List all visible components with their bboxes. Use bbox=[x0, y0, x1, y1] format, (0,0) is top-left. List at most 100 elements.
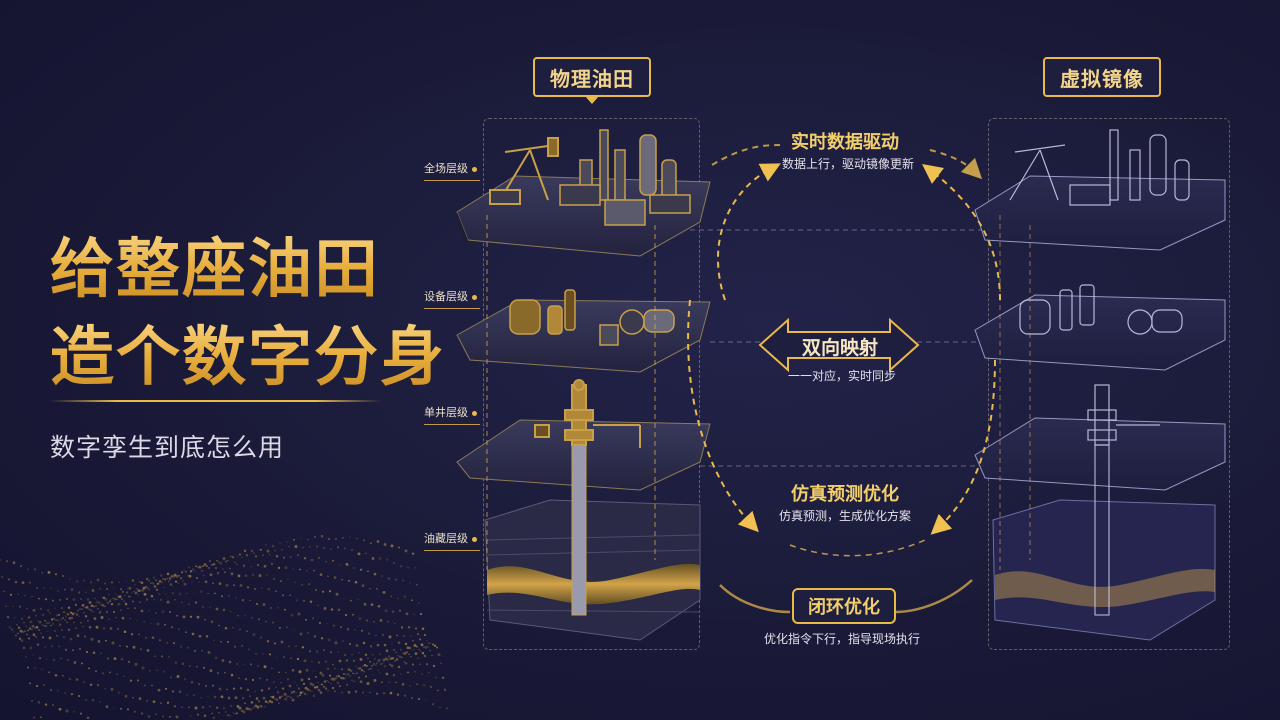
particle-dot bbox=[319, 671, 323, 675]
particle-dot bbox=[89, 683, 93, 687]
particle-dot bbox=[328, 538, 330, 540]
particle-dot bbox=[281, 687, 285, 690]
particle-dot bbox=[130, 595, 132, 598]
particle-dot bbox=[63, 618, 67, 622]
particle-dot bbox=[258, 574, 262, 578]
particle-dot bbox=[376, 643, 380, 647]
particle-dot bbox=[363, 539, 365, 542]
particle-dot bbox=[273, 642, 277, 645]
particle-dot bbox=[354, 672, 356, 675]
particle-dot bbox=[397, 655, 399, 657]
particle-dot bbox=[297, 612, 301, 616]
particle-dot bbox=[363, 670, 365, 673]
particle-dot bbox=[263, 665, 267, 669]
particle-dot bbox=[189, 665, 191, 667]
particle-dot bbox=[398, 609, 402, 612]
particle-dot bbox=[175, 715, 179, 719]
particle-dot bbox=[403, 595, 407, 598]
particle-dot bbox=[47, 630, 49, 633]
particle-dot bbox=[358, 617, 362, 621]
particle-dot bbox=[60, 606, 64, 610]
particle-dot bbox=[91, 698, 95, 702]
particle-dot bbox=[341, 579, 343, 581]
particle-dot bbox=[346, 672, 350, 676]
particle-dot bbox=[268, 553, 272, 556]
particle-dot bbox=[411, 599, 413, 602]
particle-dot bbox=[288, 684, 292, 688]
particle-dot bbox=[369, 587, 371, 590]
particle-dot bbox=[362, 641, 366, 645]
particle-dot bbox=[399, 565, 403, 568]
particle-dot bbox=[258, 618, 260, 621]
particle-dot bbox=[394, 622, 396, 625]
particle-dot bbox=[423, 654, 427, 658]
particle-dot bbox=[311, 683, 315, 687]
particle-dot bbox=[37, 628, 41, 632]
particle-dot bbox=[119, 644, 121, 647]
particle-dot bbox=[33, 626, 37, 629]
particle-dot bbox=[34, 635, 38, 638]
particle-dot bbox=[300, 537, 302, 540]
particle-dot bbox=[65, 597, 69, 601]
particle-dot bbox=[151, 684, 153, 687]
physical-frame bbox=[483, 118, 700, 650]
particle-dot bbox=[92, 610, 94, 613]
particle-dot bbox=[253, 587, 257, 591]
particle-dot bbox=[31, 699, 33, 702]
particle-dot bbox=[408, 653, 410, 656]
particle-dot bbox=[272, 577, 276, 581]
particle-dot bbox=[69, 611, 73, 614]
particle-dot bbox=[372, 662, 376, 666]
particle-dot bbox=[431, 643, 435, 646]
particle-dot bbox=[43, 646, 47, 649]
particle-dot bbox=[156, 622, 160, 626]
particle-dot bbox=[330, 608, 334, 611]
particle-dot bbox=[446, 707, 448, 709]
particle-dot bbox=[105, 705, 109, 708]
particle-dot bbox=[41, 636, 45, 639]
particle-dot bbox=[35, 684, 39, 688]
particle-dot bbox=[382, 691, 386, 695]
particle-dot bbox=[279, 542, 281, 544]
particle-dot bbox=[29, 646, 33, 650]
particle-dot bbox=[260, 548, 262, 551]
particle-dot bbox=[416, 645, 418, 648]
particle-dot bbox=[162, 577, 164, 580]
particle-dot bbox=[173, 705, 177, 708]
particle-dot bbox=[150, 622, 152, 625]
particle-dot bbox=[412, 640, 414, 642]
particle-dot bbox=[177, 582, 179, 584]
particle-dot bbox=[305, 618, 307, 621]
particle-dot bbox=[293, 690, 295, 693]
particle-dot bbox=[128, 586, 132, 590]
particle-dot bbox=[85, 591, 87, 594]
particle-dot bbox=[252, 633, 256, 637]
particle-dot bbox=[91, 589, 95, 592]
particle-dot bbox=[359, 680, 363, 684]
particle-dot bbox=[354, 690, 358, 693]
particle-dot bbox=[246, 586, 250, 589]
particle-dot bbox=[433, 644, 437, 647]
particle-dot bbox=[397, 546, 401, 549]
particle-dot bbox=[281, 695, 283, 697]
particle-dot bbox=[50, 587, 52, 590]
particle-dot bbox=[239, 553, 241, 556]
particle-dot bbox=[97, 601, 101, 604]
particle-dot bbox=[285, 671, 287, 674]
particle-dot bbox=[181, 662, 185, 666]
particle-dot bbox=[381, 658, 383, 660]
particle-dot bbox=[311, 690, 313, 692]
particle-dot bbox=[116, 673, 118, 676]
particle-dot bbox=[69, 578, 71, 581]
particle-dot bbox=[316, 681, 320, 684]
particle-dot bbox=[117, 595, 119, 598]
particle-dot bbox=[40, 716, 42, 719]
particle-dot bbox=[209, 560, 211, 563]
particle-dot bbox=[383, 643, 387, 647]
particle-dot bbox=[20, 639, 24, 642]
particle-dot bbox=[104, 605, 106, 607]
particle-dot bbox=[179, 645, 183, 648]
particle-dot bbox=[96, 578, 100, 582]
particle-dot bbox=[72, 598, 76, 601]
level-field-text: 全场层级 bbox=[424, 162, 468, 175]
